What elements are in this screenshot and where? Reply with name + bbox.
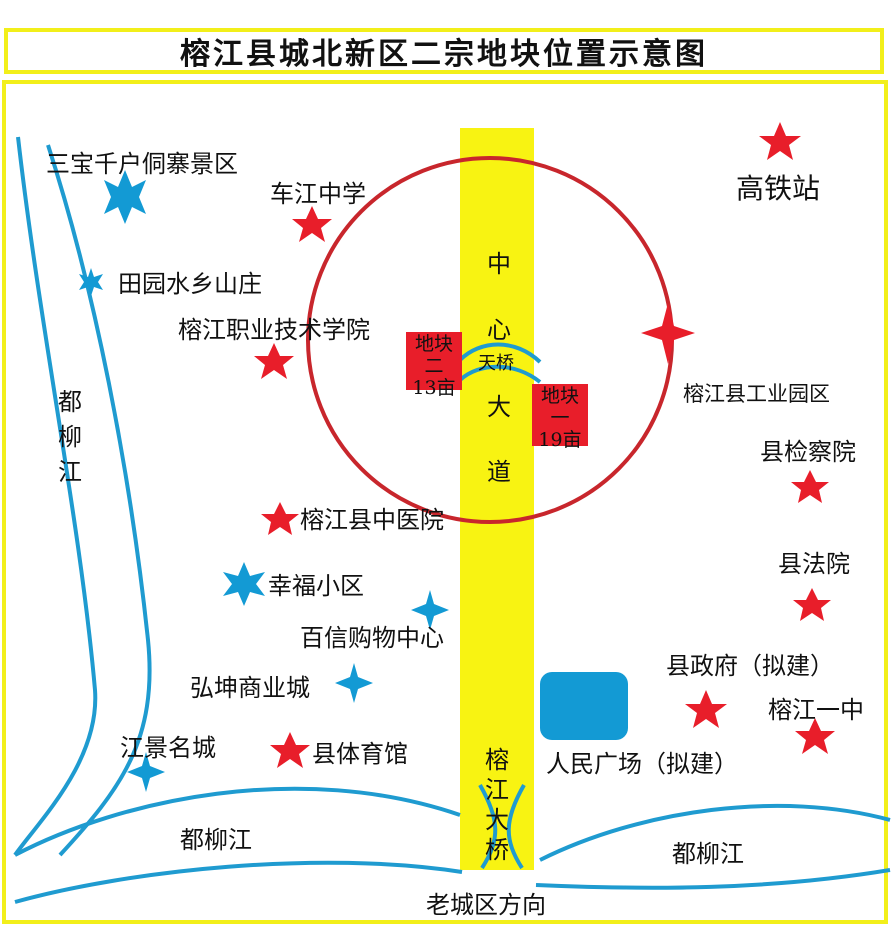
bridge-arc-left: [478, 784, 498, 870]
star-gongye: [641, 303, 695, 364]
plot-two: 地块二 13亩: [406, 332, 462, 399]
plot-one: 地块一 19亩: [532, 384, 588, 451]
star-zhongyi: [261, 502, 299, 535]
label-zhiye: 榕江职业技术学院: [178, 316, 370, 344]
star-baixin: [411, 590, 449, 630]
label-river-south-east: 都柳江: [672, 840, 744, 868]
plot-one-name: 地块一: [540, 385, 579, 429]
plot-two-name: 地块二: [414, 333, 453, 377]
label-gaotie: 高铁站: [736, 172, 821, 205]
plot-one-area: 19亩: [538, 428, 582, 451]
west-river-char-3: 江: [58, 458, 82, 486]
map-title: 榕江县城北新区二宗地块位置示意图: [180, 37, 708, 72]
south-bridge-label: 榕江大桥: [485, 746, 509, 864]
label-jianchayuan: 县检察院: [760, 438, 856, 466]
south-river-east-lower: [535, 868, 891, 890]
star-tianyuan: [79, 268, 103, 296]
south-river-west-upper: [14, 786, 461, 857]
label-hongkun: 弘坤商业城: [190, 674, 310, 702]
west-river-char-1: 都: [58, 388, 82, 416]
south-river-west-lower: [14, 860, 463, 904]
star-jianchayuan: [791, 470, 829, 503]
label-yizhong: 榕江一中: [768, 696, 864, 724]
west-river-bank-outer: [46, 144, 152, 857]
label-zhengfu: 县政府（拟建）: [666, 652, 834, 680]
label-sanbao: 三宝千户侗寨景区: [46, 150, 238, 178]
west-river-bank-inner: [13, 136, 98, 857]
road-char-3: 大: [487, 393, 511, 421]
title-bar: 榕江县城北新区二宗地块位置示意图: [4, 28, 884, 74]
star-xingfu: [223, 562, 265, 606]
central-avenue-road: [460, 128, 534, 870]
overpass-label: 天桥: [478, 353, 514, 374]
label-river-south-west: 都柳江: [180, 826, 252, 854]
star-fayuan: [793, 588, 831, 621]
map-border: [2, 80, 888, 924]
star-zhiye: [254, 343, 294, 379]
star-chejiang: [292, 206, 332, 242]
overpass-arc-lower: [458, 364, 542, 384]
label-jiangjing: 江景名城: [120, 734, 216, 762]
red-star-markers: [254, 122, 835, 768]
star-tiyuguan: [270, 732, 310, 768]
label-fayuan: 县法院: [778, 550, 850, 578]
blue-star-markers: [79, 170, 449, 792]
road-char-2: 心: [487, 316, 511, 344]
star-hongkun: [335, 663, 373, 703]
overpass-arc-upper: [458, 342, 542, 364]
label-zhongyi: 榕江县中医院: [300, 506, 444, 534]
label-xingfu: 幸福小区: [268, 572, 364, 600]
plot-two-area: 13亩: [412, 376, 456, 399]
label-gongye: 榕江县工业园区: [683, 382, 830, 406]
label-direction: 老城区方向: [426, 891, 546, 919]
west-river-char-2: 柳: [58, 423, 82, 451]
road-char-4: 道: [487, 458, 511, 486]
star-zhengfu: [685, 690, 727, 728]
label-baixin: 百信购物中心: [300, 624, 444, 652]
label-chejiang: 车江中学: [270, 180, 366, 208]
star-yizhong: [795, 718, 835, 754]
south-river-east-upper: [539, 803, 891, 862]
label-plaza: 人民广场（拟建）: [546, 750, 738, 778]
label-tiyuguan: 县体育馆: [312, 740, 408, 768]
star-gaotie: [759, 122, 801, 160]
road-char-1: 中: [487, 250, 511, 278]
people-square-block: [540, 672, 628, 740]
star-sanbao: [104, 170, 146, 224]
label-tianyuan: 田园水乡山庄: [118, 270, 262, 298]
bridge-arc-right: [506, 784, 526, 870]
star-jiangjing: [127, 752, 165, 792]
